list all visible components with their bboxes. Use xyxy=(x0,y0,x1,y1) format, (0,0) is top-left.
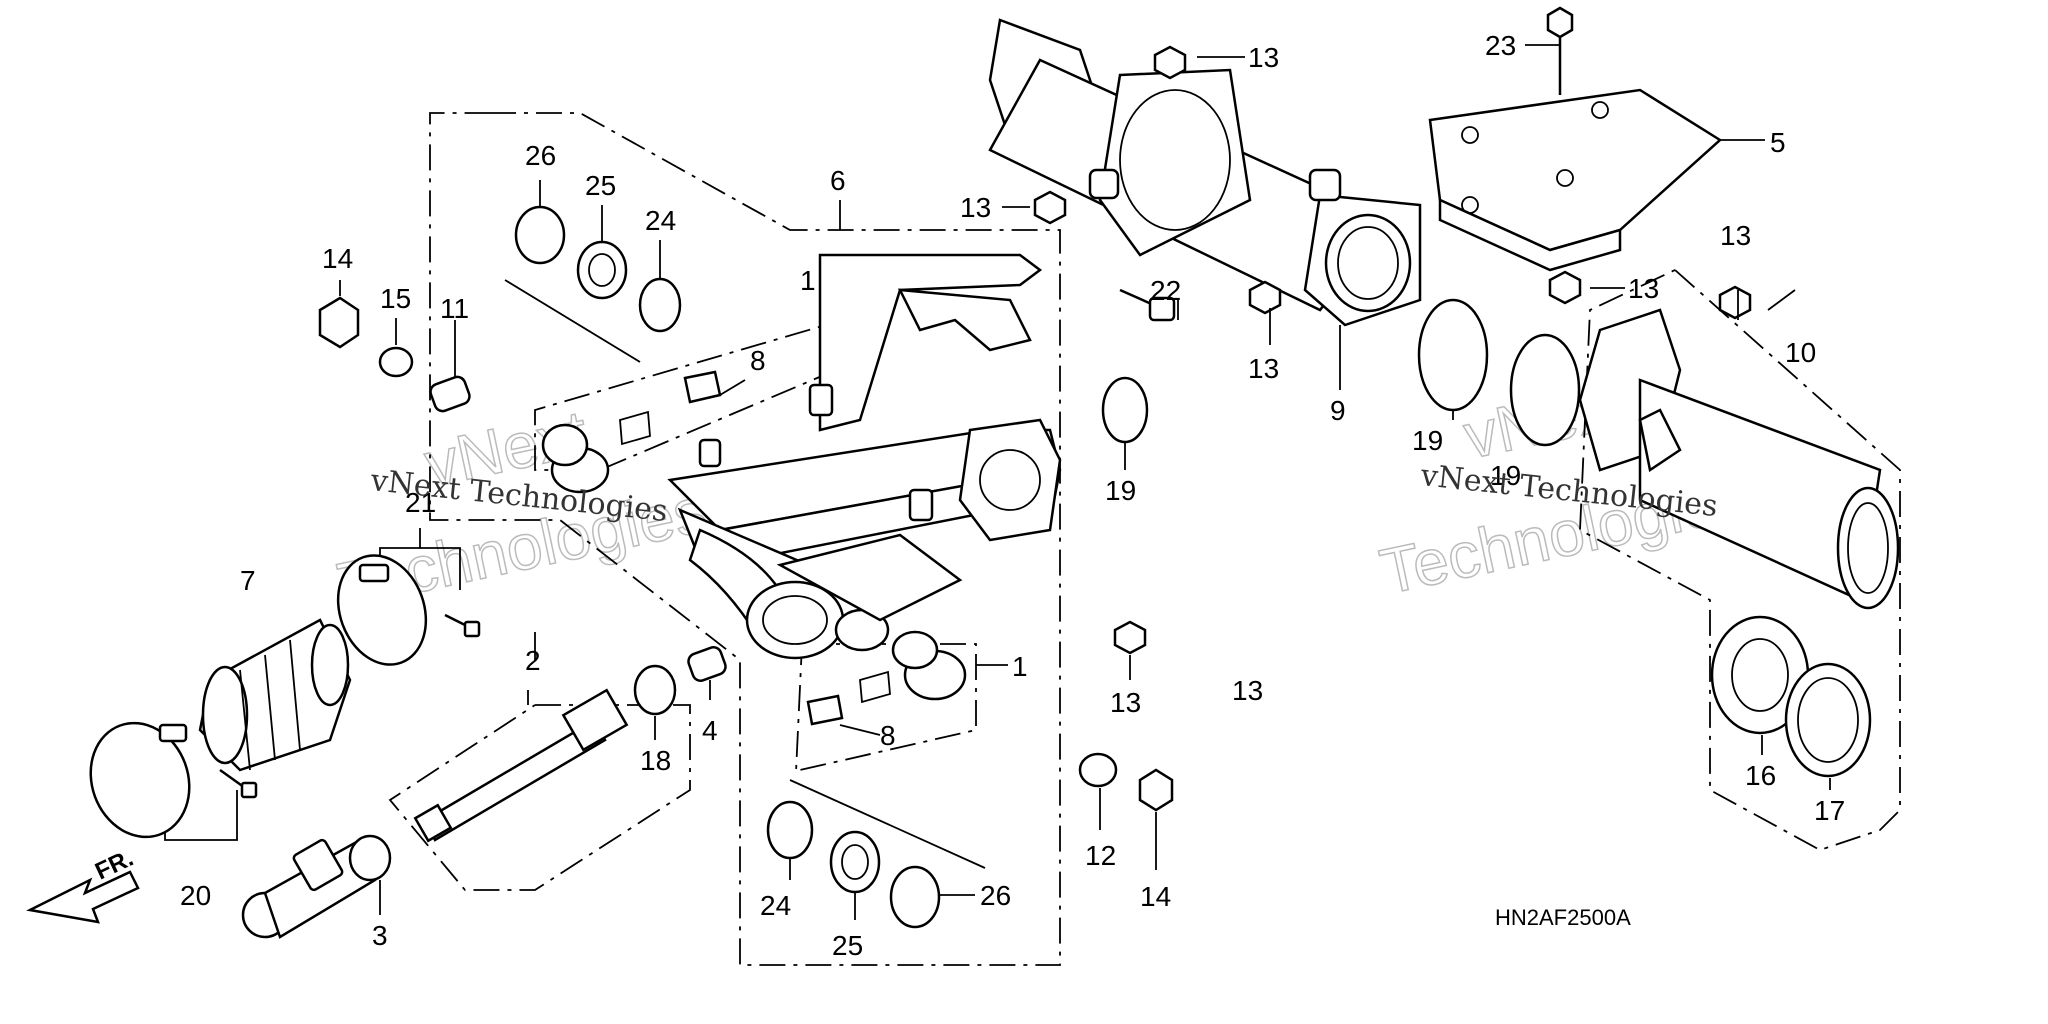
callout-6: 6 xyxy=(830,165,846,196)
group-2-outline xyxy=(388,704,691,891)
callout-13-e: 13 xyxy=(1720,220,1751,251)
drawing-code: HN2AF2500A xyxy=(1495,905,1631,930)
front-arrow: FR. xyxy=(26,845,140,924)
callout-8-lower: 8 xyxy=(880,720,896,751)
leader-lines xyxy=(339,44,1831,920)
callout-14-upper: 14 xyxy=(322,243,353,274)
callout-10: 10 xyxy=(1785,337,1816,368)
callout-14-lower: 14 xyxy=(1140,881,1171,912)
callout-12: 12 xyxy=(1085,840,1116,871)
callout-18: 18 xyxy=(640,745,671,776)
callouts: 1 1 2 3 4 5 6 7 8 8 9 10 11 12 13 13 13 … xyxy=(180,30,1845,961)
callout-9: 9 xyxy=(1330,395,1346,426)
callout-17: 17 xyxy=(1814,795,1845,826)
callout-19-b: 19 xyxy=(1412,425,1443,456)
callout-11: 11 xyxy=(440,293,469,324)
callout-3: 3 xyxy=(372,920,388,951)
small-parts xyxy=(318,6,1872,929)
callout-4: 4 xyxy=(702,715,718,746)
callout-25-lower: 25 xyxy=(832,930,863,961)
callout-2: 2 xyxy=(525,645,541,676)
clamp-screws xyxy=(219,613,481,799)
axle-housing xyxy=(988,18,1422,327)
callout-19-a: 19 xyxy=(1105,475,1136,506)
shaft-line-lower xyxy=(789,779,986,869)
callout-15: 15 xyxy=(380,283,411,314)
callout-1-upper: 1 xyxy=(800,265,816,296)
callout-13-g: 13 xyxy=(1232,675,1263,706)
callout-22: 22 xyxy=(1150,275,1181,306)
callout-26-upper: 26 xyxy=(525,140,556,171)
boot xyxy=(198,618,352,772)
callout-24-lower: 24 xyxy=(760,890,791,921)
boot-clamps xyxy=(89,554,428,839)
callout-23: 23 xyxy=(1485,30,1516,61)
callout-20: 20 xyxy=(180,880,211,911)
callout-25-upper: 25 xyxy=(585,170,616,201)
shaft-line-upper xyxy=(504,279,641,363)
callout-19-c: 19 xyxy=(1490,460,1521,491)
swingarm xyxy=(667,253,1062,660)
bracket-plate xyxy=(1428,88,1723,272)
callout-13-a: 13 xyxy=(1248,42,1279,73)
callout-13-b: 13 xyxy=(960,192,991,223)
callout-13-d: 13 xyxy=(1628,273,1659,304)
callout-24-upper: 24 xyxy=(645,205,676,236)
callout-13-c: 13 xyxy=(1248,353,1279,384)
callout-7: 7 xyxy=(240,565,256,596)
callout-1-lower: 1 xyxy=(1012,651,1028,682)
group-1-lower-outline xyxy=(795,643,977,774)
callout-16: 16 xyxy=(1745,760,1776,791)
u-joint xyxy=(241,834,392,939)
callout-5: 5 xyxy=(1770,127,1786,158)
group-6-outline xyxy=(429,112,1061,966)
drive-shaft xyxy=(413,688,629,843)
group-21-bracket xyxy=(419,528,461,590)
callout-13-f: 13 xyxy=(1110,687,1141,718)
callout-21: 21 xyxy=(405,487,436,518)
callout-8-upper: 8 xyxy=(750,345,766,376)
callout-26-lower: 26 xyxy=(980,880,1011,911)
lower-axle-housing xyxy=(1578,308,1900,610)
